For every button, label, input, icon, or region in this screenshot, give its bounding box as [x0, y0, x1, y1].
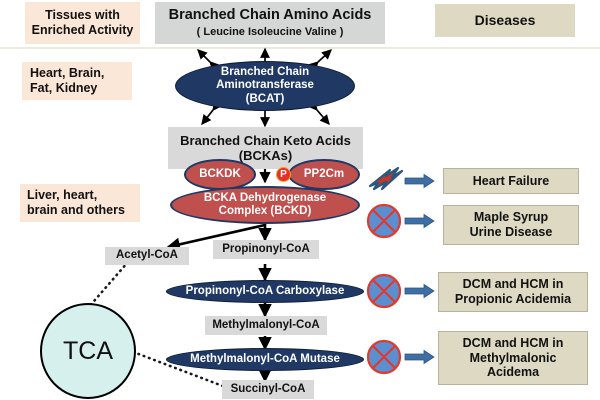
pp2cm-label: PP2Cm [303, 167, 345, 180]
succinyl-coa-label: Succinyl-CoA [230, 382, 306, 395]
metabolite-propinonyl-coa: Propinonyl-CoA [213, 240, 319, 259]
msud-line2: Urine Disease [469, 225, 553, 239]
methylmalonyl-coa-label: Methylmalonyl-CoA [212, 318, 320, 331]
bckdk-label: BCKDK [199, 167, 241, 180]
tissue-upper-line2: Fat, Kidney [30, 81, 98, 95]
tca-label: TCA [63, 336, 113, 365]
bckd-line2: Complex (BCKD) [218, 205, 312, 217]
propionic-line2: Propionic Acidemia [454, 292, 572, 306]
metabolite-succinyl-coa: Succinyl-CoA [222, 380, 314, 399]
heart-failure-line1: Heart Failure [472, 173, 550, 188]
tissues-header: Tissues with Enriched Activity [25, 2, 140, 44]
diseases-header: Diseases [435, 4, 575, 37]
tissues-header-line1: Tissues with [45, 8, 120, 23]
enzyme-bckd-complex: BCKA Dehydrogenase Complex (BCKD) [170, 186, 360, 224]
tca-cycle-node: TCA [40, 303, 136, 399]
enzyme-pp2cm: PP2Cm [288, 159, 360, 190]
bcaa-title: Branched Chain Amino Acids [168, 6, 372, 23]
acetyl-coa-label: Acetyl-CoA [116, 249, 178, 262]
tissues-header-line2: Enriched Activity [31, 23, 134, 37]
phosphate-marker: P [276, 167, 291, 182]
tissue-lower-line1: Liver, heart, [27, 188, 98, 203]
propionic-line1: DCM and HCM in [462, 277, 564, 292]
tissue-box-lower: Liver, heart, brain and others [20, 184, 140, 222]
tissue-lower-line2: brain and others [27, 203, 125, 217]
tissue-upper-line1: Heart, Brain, [30, 66, 105, 81]
metabolite-methylmalonyl-coa: Methylmalonyl-CoA [205, 316, 327, 335]
methylmalonic-line1: DCM and HCM in [462, 335, 564, 350]
bcaa-subtitle: ( Leucine Isoleucine Valine ) [196, 26, 344, 39]
msud-line1: Maple Syrup [473, 210, 549, 225]
propinonyl-coa-label: Propinonyl-CoA [222, 242, 310, 255]
enzyme-propinonyl-coa-carboxylase: Propinonyl-CoA Carboxylase [166, 280, 364, 303]
bckd-line1: BCKA Dehydrogenase [203, 191, 327, 204]
methylmalonic-line2: Methylmalonic [469, 350, 557, 365]
disease-box-propionic-acidemia: DCM and HCM in Propionic Acidemia [438, 272, 588, 312]
prohibition-icon [366, 273, 402, 309]
bckas-line1: Branched Chain Keto Acids [180, 132, 351, 148]
header-divider [0, 47, 600, 49]
bcat-line2: Aminotransferase [216, 79, 314, 92]
pcc-label: Propinonyl-CoA Carboxylase [185, 284, 345, 297]
bcaa-header: Branched Chain Amino Acids ( Leucine Iso… [155, 2, 385, 44]
lightning-bolt-icon [368, 166, 404, 191]
bcat-line1: Branched Chain [220, 66, 310, 79]
mcm-label: Methylmalonyl-CoA Mutase [190, 352, 340, 365]
diseases-header-label: Diseases [474, 12, 536, 29]
disease-box-methylmalonic-acidemia: DCM and HCM in Methylmalonic Acidema [438, 331, 588, 385]
disease-box-msud: Maple Syrup Urine Disease [443, 205, 579, 245]
bckas-line2: (BCKAs) [238, 148, 293, 163]
prohibition-icon [366, 203, 402, 239]
tissue-box-upper: Heart, Brain, Fat, Kidney [22, 62, 132, 100]
metabolite-acetyl-coa: Acetyl-CoA [105, 247, 189, 265]
prohibition-icon [366, 339, 402, 375]
phosphate-label: P [280, 169, 287, 180]
methylmalonic-line3: Acidema [486, 365, 540, 380]
disease-box-heart-failure: Heart Failure [443, 168, 579, 194]
bcat-line3: (BCAT) [245, 92, 285, 105]
